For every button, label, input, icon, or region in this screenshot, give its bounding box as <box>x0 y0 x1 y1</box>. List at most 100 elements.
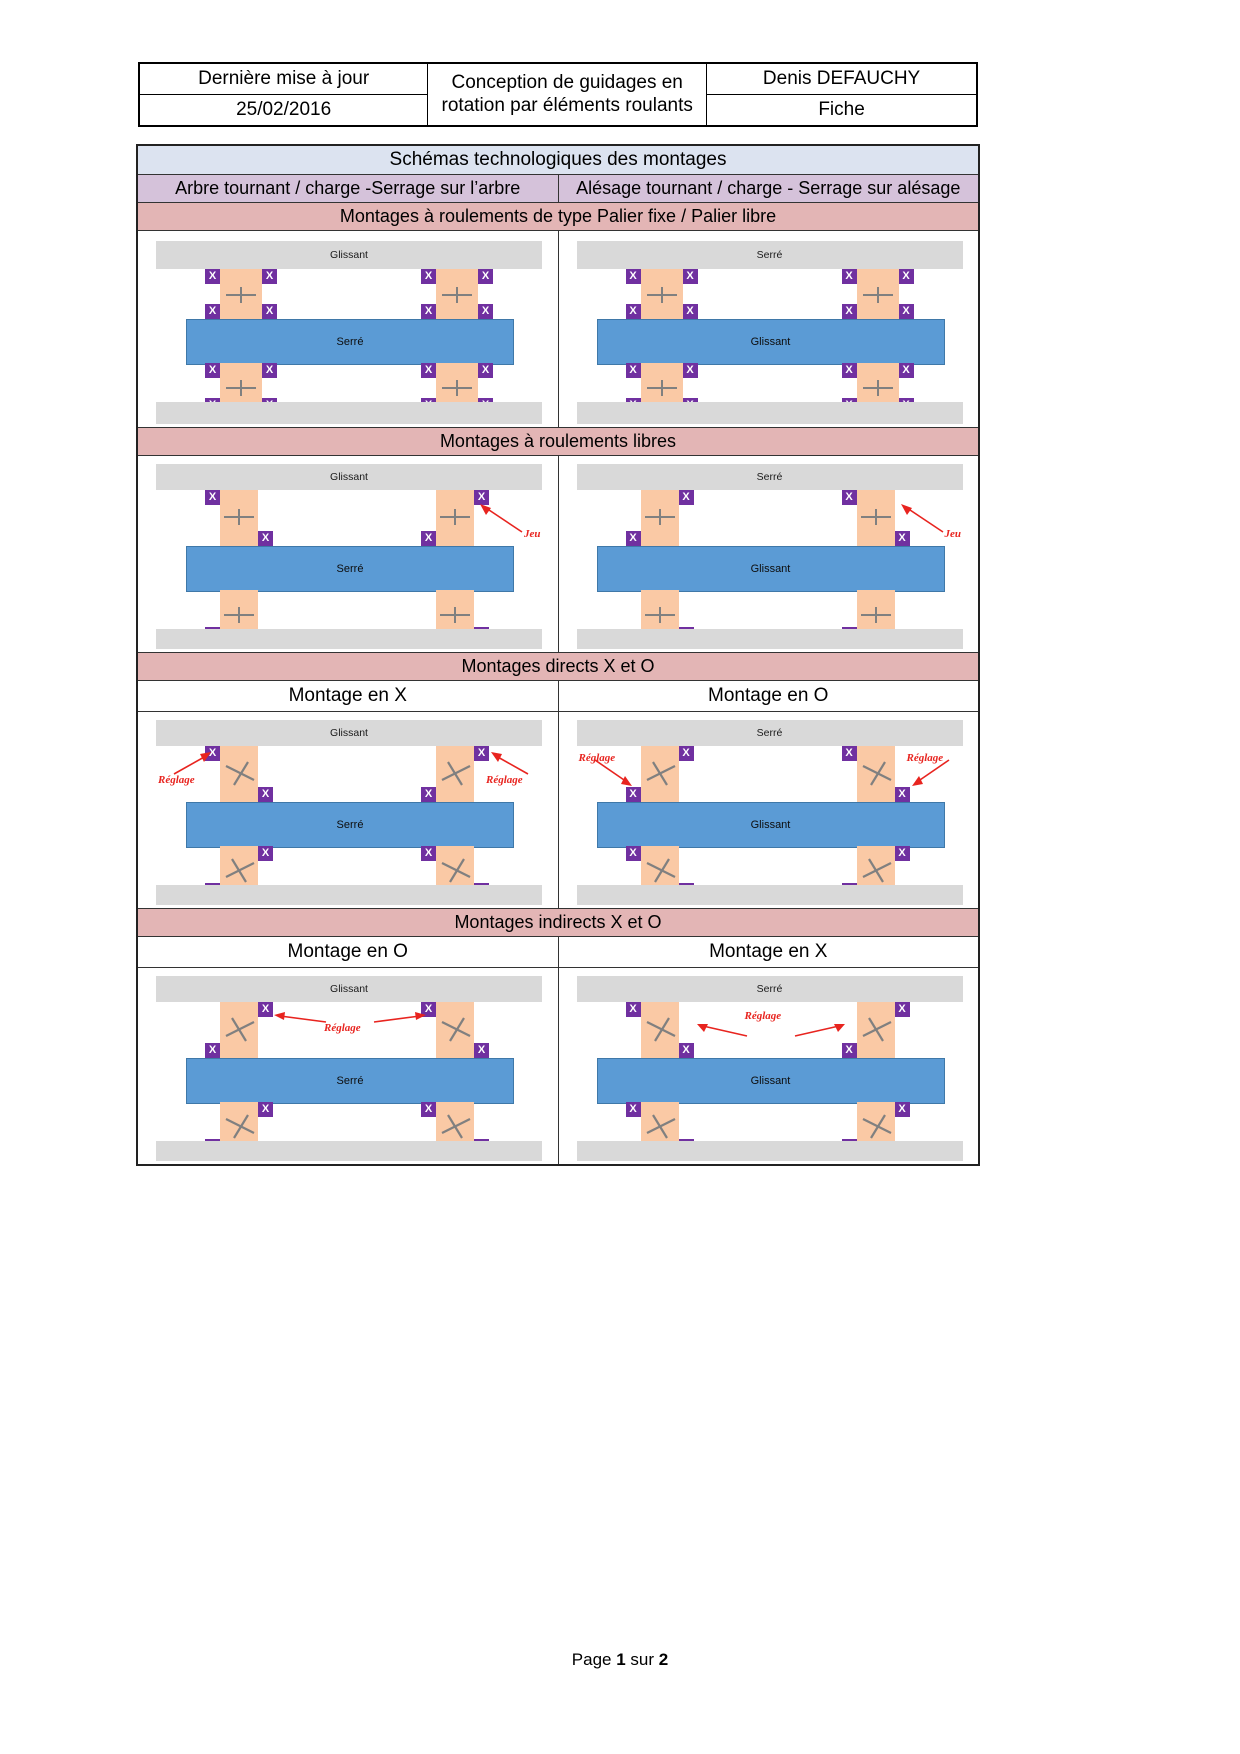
bearing-symbol-radial <box>646 380 677 396</box>
bearing-symbol-angular <box>225 761 255 786</box>
housing-top: Serré <box>576 464 963 490</box>
reglage-annotation: Réglage <box>324 1022 361 1034</box>
diagram-s2-right: Serré X X X X <box>559 456 979 652</box>
contact-marker-x: X <box>841 746 857 761</box>
contact-marker-x: X <box>625 304 641 319</box>
reglage-annotation: Réglage <box>158 774 195 786</box>
header-doc-title-line2: rotation par éléments roulants <box>441 95 693 117</box>
contact-marker-x: X <box>478 269 493 284</box>
housing-bottom <box>156 885 542 905</box>
jeu-arrow <box>900 504 943 533</box>
bearing-symbol-radial <box>860 607 891 623</box>
contact-marker-x: X <box>625 846 641 861</box>
contact-marker-x: X <box>205 746 220 761</box>
contact-marker-x: X <box>421 787 436 802</box>
contact-marker-x: X <box>262 269 277 284</box>
bearing-symbol-angular <box>225 1017 255 1042</box>
contact-marker-x: X <box>894 846 910 861</box>
bearing-symbol-radial <box>226 287 256 303</box>
housing-top: Serré <box>576 720 963 746</box>
bearing-symbol-angular <box>646 1017 675 1042</box>
contact-marker-x: X <box>894 1002 910 1017</box>
contact-marker-x: X <box>421 531 436 546</box>
reglage-annotation: Réglage <box>486 774 523 786</box>
shaft-bar: Glissant <box>596 1058 945 1104</box>
bearing-symbol-angular <box>646 1114 675 1139</box>
jeu-arrow <box>480 504 523 533</box>
contact-marker-x: X <box>894 531 910 546</box>
section-header-indirects: Montages indirects X et O <box>136 908 980 937</box>
contact-marker-x: X <box>894 787 910 802</box>
bearing-top-left <box>640 1002 679 1058</box>
header-doc-title-line1: Conception de guidages en <box>451 71 683 93</box>
diagram-s2-left: Glissant X X X X <box>138 456 558 652</box>
housing-bottom <box>576 402 963 424</box>
diagram-cell-s3-right: Serré X X Réglage <box>557 711 980 909</box>
contact-marker-x: X <box>205 1043 220 1058</box>
bearing-symbol-angular <box>441 761 471 786</box>
contact-marker-x: X <box>894 1102 910 1117</box>
shaft-label: Serré <box>336 1075 364 1087</box>
contact-marker-x: X <box>682 363 698 378</box>
housing-top: Glissant <box>156 464 542 490</box>
shaft-label: Serré <box>336 563 364 575</box>
housing-bottom <box>576 885 963 905</box>
section-header-directs: Montages directs X et O <box>136 652 980 681</box>
housing-bottom <box>156 402 542 424</box>
bearing-symbol-radial <box>442 380 472 396</box>
contact-marker-x: X <box>205 304 220 319</box>
page-footer: Page 1 sur 2 <box>0 1650 1240 1670</box>
shaft-bar: Glissant <box>596 546 945 592</box>
contact-marker-x: X <box>625 531 641 546</box>
contact-marker-x: X <box>474 746 489 761</box>
bearing-symbol-angular <box>225 858 255 883</box>
bearing-symbol-angular <box>646 761 675 786</box>
bearing-top-right <box>856 746 895 802</box>
jeu-annotation: Jeu <box>524 528 541 540</box>
bearing-symbol-angular <box>862 1114 891 1139</box>
jeu-annotation: Jeu <box>944 528 962 540</box>
reglage-arrow <box>911 759 949 786</box>
contact-marker-x: X <box>205 490 220 505</box>
bearing-symbol-radial <box>646 287 677 303</box>
diagram-cell-s3-left: Glissant X X Réglage <box>136 711 559 909</box>
contact-marker-x: X <box>898 363 914 378</box>
subsection-label-s3-right: Montage en O <box>557 680 980 712</box>
contact-marker-x: X <box>258 787 273 802</box>
contact-marker-x: X <box>625 363 641 378</box>
shaft-label: Glissant <box>750 1075 791 1087</box>
bearing-top-left <box>220 746 258 802</box>
footer-page-prefix: Page <box>571 1650 617 1669</box>
subsection-label-s3-left: Montage en X <box>136 680 559 712</box>
bearing-symbol-angular <box>862 858 891 883</box>
contact-marker-x: X <box>841 304 857 319</box>
shaft-label: Serré <box>336 819 364 831</box>
housing-top: Serré <box>576 976 963 1002</box>
subsection-label-s4-right: Montage en X <box>557 936 980 968</box>
shaft-bar: Serré <box>186 319 514 365</box>
shaft-bar: Serré <box>186 1058 514 1104</box>
reglage-arrow <box>173 752 211 775</box>
contact-marker-x: X <box>258 531 273 546</box>
contact-marker-x: X <box>625 1102 641 1117</box>
contact-marker-x: X <box>841 1043 857 1058</box>
housing-top-label: Glissant <box>330 471 368 483</box>
diagram-s1-right: Serré X X X X X <box>559 231 979 427</box>
contact-marker-x: X <box>478 304 493 319</box>
housing-top-label: Serré <box>756 983 783 995</box>
housing-top: Glissant <box>156 976 542 1002</box>
bearing-symbol-radial <box>644 607 675 623</box>
column-header-right: Alésage tournant / charge - Serrage sur … <box>557 174 980 203</box>
subsection-label-s4-left: Montage en O <box>136 936 559 968</box>
contact-marker-x: X <box>841 363 857 378</box>
contact-marker-x: X <box>678 746 694 761</box>
diagram-s1-left: Glissant X X X X <box>138 231 558 427</box>
diagram-cell-s1-right: Serré X X X X X <box>557 230 980 428</box>
shaft-label: Glissant <box>750 819 791 831</box>
housing-top: Glissant <box>156 720 542 746</box>
contact-marker-x: X <box>478 363 493 378</box>
housing-bottom <box>156 1141 542 1161</box>
contact-marker-x: X <box>682 269 698 284</box>
contact-marker-x: X <box>421 1102 436 1117</box>
